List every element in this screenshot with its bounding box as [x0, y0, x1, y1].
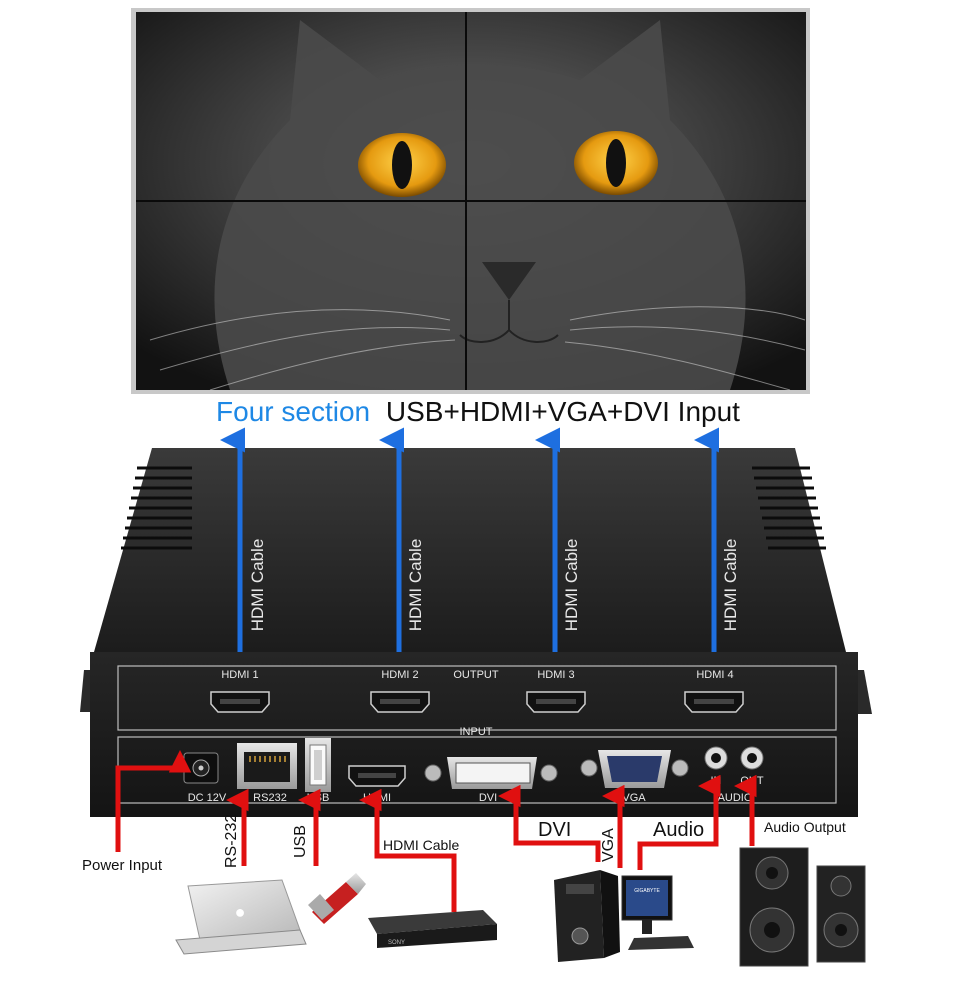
input-section-label: INPUT	[460, 726, 493, 738]
usb-port	[305, 738, 331, 792]
output-port-label-3: HDMI 3	[537, 669, 574, 681]
hdmi-input-port	[348, 765, 406, 787]
output-section-label: OUTPUT	[453, 669, 499, 681]
audio-label: Audio	[653, 819, 704, 841]
desktop-computer: GIGABYTE	[554, 870, 694, 962]
power-input-label: Power Input	[82, 857, 163, 874]
input-port-label-dc: DC 12V	[188, 792, 227, 804]
dvi-arrow	[498, 784, 601, 862]
hdmi-cable-arrows	[220, 427, 719, 652]
headline-rest: USB+HDMI+VGA+DVI Input	[386, 396, 740, 427]
input-port-label-vga: VGA	[622, 792, 646, 804]
video-wall	[131, 8, 810, 394]
input-port-label-rs232: RS232	[253, 792, 287, 804]
vent-left	[121, 466, 192, 550]
usb-flash-drive	[308, 873, 366, 924]
output-port-label-2: HDMI 2	[381, 669, 418, 681]
cat-nose	[482, 262, 536, 300]
audio-output-label: Audio Output	[764, 819, 846, 835]
hdmi-cable-label-4: HDMI Cable	[721, 539, 740, 632]
hdmi-port-3	[526, 691, 586, 713]
dvi-port	[424, 757, 558, 789]
headline: Four section USB+HDMI+VGA+DVI Input	[216, 396, 740, 427]
hdmi-port-1	[210, 691, 270, 713]
monitor-brand: GIGABYTE	[634, 888, 660, 894]
output-port-label-1: HDMI 1	[221, 669, 258, 681]
hdmi-input-arrow	[359, 788, 457, 912]
audio-arrow	[637, 774, 721, 870]
hdmi-port-4	[684, 691, 744, 713]
audio-out-jack	[740, 746, 764, 770]
apple-logo-icon: ●	[235, 902, 246, 922]
speakers	[739, 847, 866, 967]
video-wall-controller	[80, 448, 872, 817]
dc-jack	[183, 752, 219, 784]
player-brand: SONY	[388, 940, 405, 946]
input-port-label-audio-out: OUT	[740, 775, 764, 787]
dvi-label: DVI	[538, 819, 571, 841]
hdmi-port-2	[370, 691, 430, 713]
output-port-label-4: HDMI 4	[696, 669, 733, 681]
laptop: ●	[175, 879, 307, 955]
vga-port	[580, 750, 689, 788]
hdmi-cable-label-3: HDMI Cable	[562, 539, 581, 632]
audio-in-jack	[704, 746, 728, 770]
rs232-label: RS-232	[223, 814, 240, 868]
vent-right	[752, 466, 826, 550]
input-port-label-dvi: DVI	[479, 792, 497, 804]
hdmi-cable-label-1: HDMI Cable	[248, 539, 267, 632]
cat-head	[214, 20, 746, 390]
headline-highlight: Four section	[216, 396, 370, 427]
hdmi-cable-input-label: HDMI Cable	[383, 837, 459, 853]
hdmi-cable-label-2: HDMI Cable	[406, 539, 425, 632]
input-port-label-audio-in: IN	[711, 775, 722, 787]
usb-label: USB	[292, 825, 309, 858]
input-port-label-audio: AUDIO	[718, 792, 753, 804]
vga-label: VGA	[600, 828, 617, 862]
input-ports	[183, 738, 764, 792]
input-arrows	[115, 750, 757, 912]
power-arrow	[115, 750, 192, 852]
hdmi-output-ports	[210, 691, 744, 713]
rs232-port	[237, 743, 297, 789]
media-player: SONY	[368, 910, 497, 948]
